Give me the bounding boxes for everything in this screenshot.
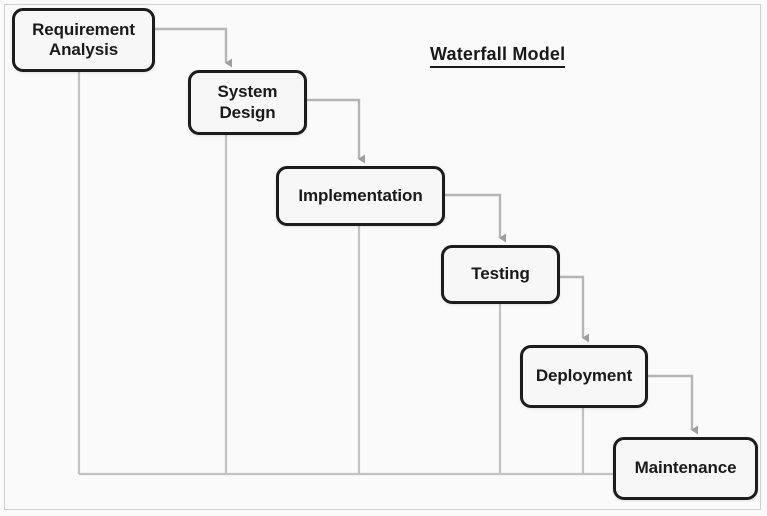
stage-box-requirement-analysis[interactable]: Requirement Analysis (12, 8, 155, 72)
connector-deployment-to-maintenance (648, 374, 698, 435)
stage-label-maintenance: Maintenance (634, 458, 737, 478)
flow-connector-group (155, 27, 698, 435)
diagram-title: Waterfall Model (430, 44, 566, 68)
stage-label-system-design: System Design (217, 82, 278, 122)
stage-label-testing: Testing (471, 264, 530, 284)
stage-label-requirement-analysis: Requirement Analysis (32, 19, 135, 59)
stage-box-system-design[interactable]: System Design (188, 70, 307, 135)
connector-system-design-to-implementation (307, 98, 365, 164)
stage-box-testing[interactable]: Testing (441, 245, 560, 304)
connector-implementation-to-testing (445, 193, 506, 243)
stage-box-implementation[interactable]: Implementation (276, 166, 445, 226)
diagram-frame (4, 4, 761, 510)
stage-label-implementation: Implementation (298, 185, 423, 205)
stage-box-deployment[interactable]: Deployment (520, 345, 648, 408)
stage-label-deployment: Deployment (535, 366, 633, 386)
feedback-connector-group (77, 72, 613, 476)
connector-testing-to-deployment (560, 275, 589, 343)
stage-box-maintenance[interactable]: Maintenance (613, 437, 758, 500)
connector-requirement-analysis-to-system-design (155, 27, 232, 68)
